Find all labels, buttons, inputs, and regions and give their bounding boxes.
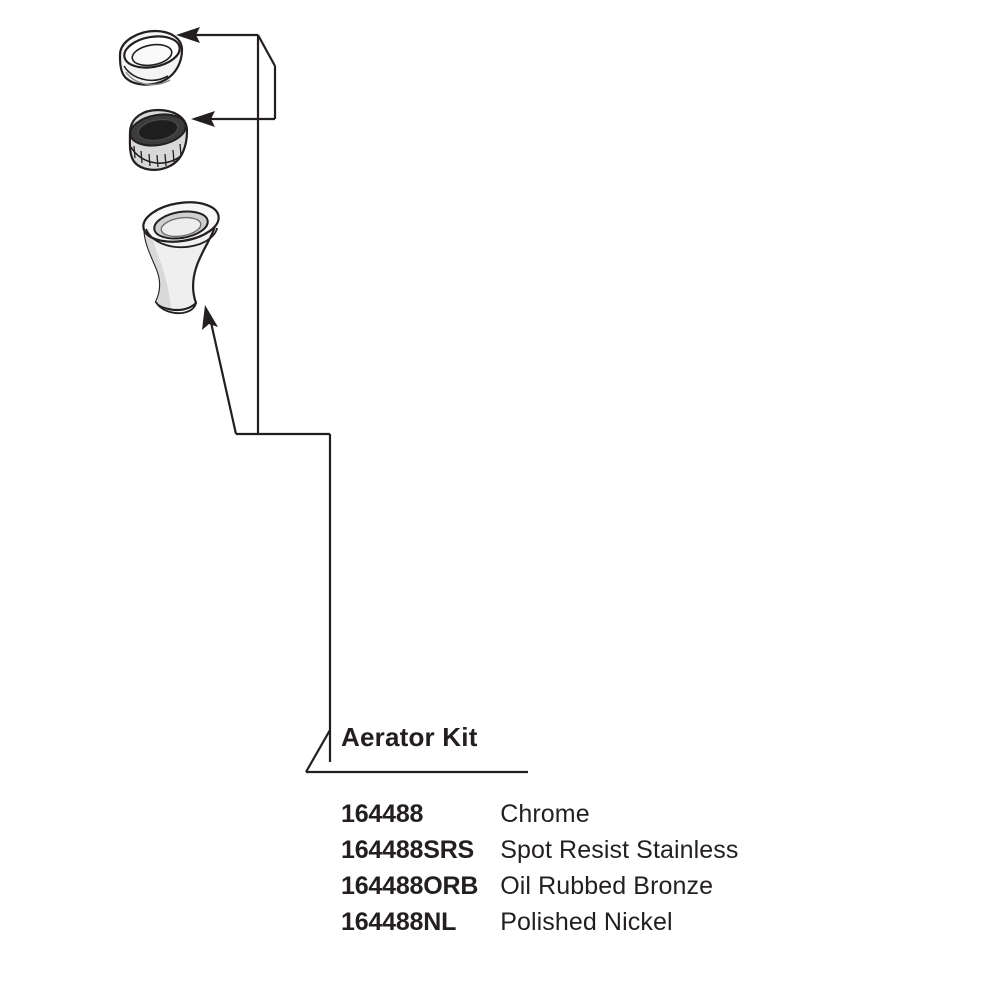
leader-line-bottom: [208, 317, 238, 435]
arrowhead-middle-icon: [191, 111, 215, 127]
arrowhead-bottom-icon: [202, 305, 218, 330]
part-aerator-housing-sleeve: [142, 201, 220, 315]
part-finish: Oil Rubbed Bronze: [500, 872, 714, 900]
part-number: 164488: [341, 800, 424, 828]
part-finish: Polished Nickel: [500, 908, 673, 936]
leader-diagonal-to-title: [305, 729, 331, 773]
leader-trunk-middle-top: [257, 34, 276, 67]
leader-lines-group: [176, 27, 528, 774]
table-row: 164488ORB Oil Rubbed Bronze: [341, 872, 739, 908]
arrowhead-top-icon: [176, 27, 200, 43]
table-row: 164488 Chrome: [341, 800, 739, 836]
kit-title: Aerator Kit: [341, 722, 478, 752]
part-number: 164488ORB: [341, 872, 479, 900]
part-number: 164488NL: [341, 908, 457, 936]
table-row: 164488SRS Spot Resist Stainless: [341, 836, 739, 872]
part-aerator-washer-ring: [118, 29, 184, 86]
part-number: 164488SRS: [341, 836, 475, 864]
part-finish: Chrome: [500, 800, 590, 828]
table-row: 164488NL Polished Nickel: [341, 908, 739, 944]
parts-table: 164488 Chrome 164488SRS Spot Resist Stai…: [341, 800, 739, 944]
part-finish: Spot Resist Stainless: [500, 836, 739, 864]
part-aerator-insert-cartridge: [128, 108, 189, 171]
